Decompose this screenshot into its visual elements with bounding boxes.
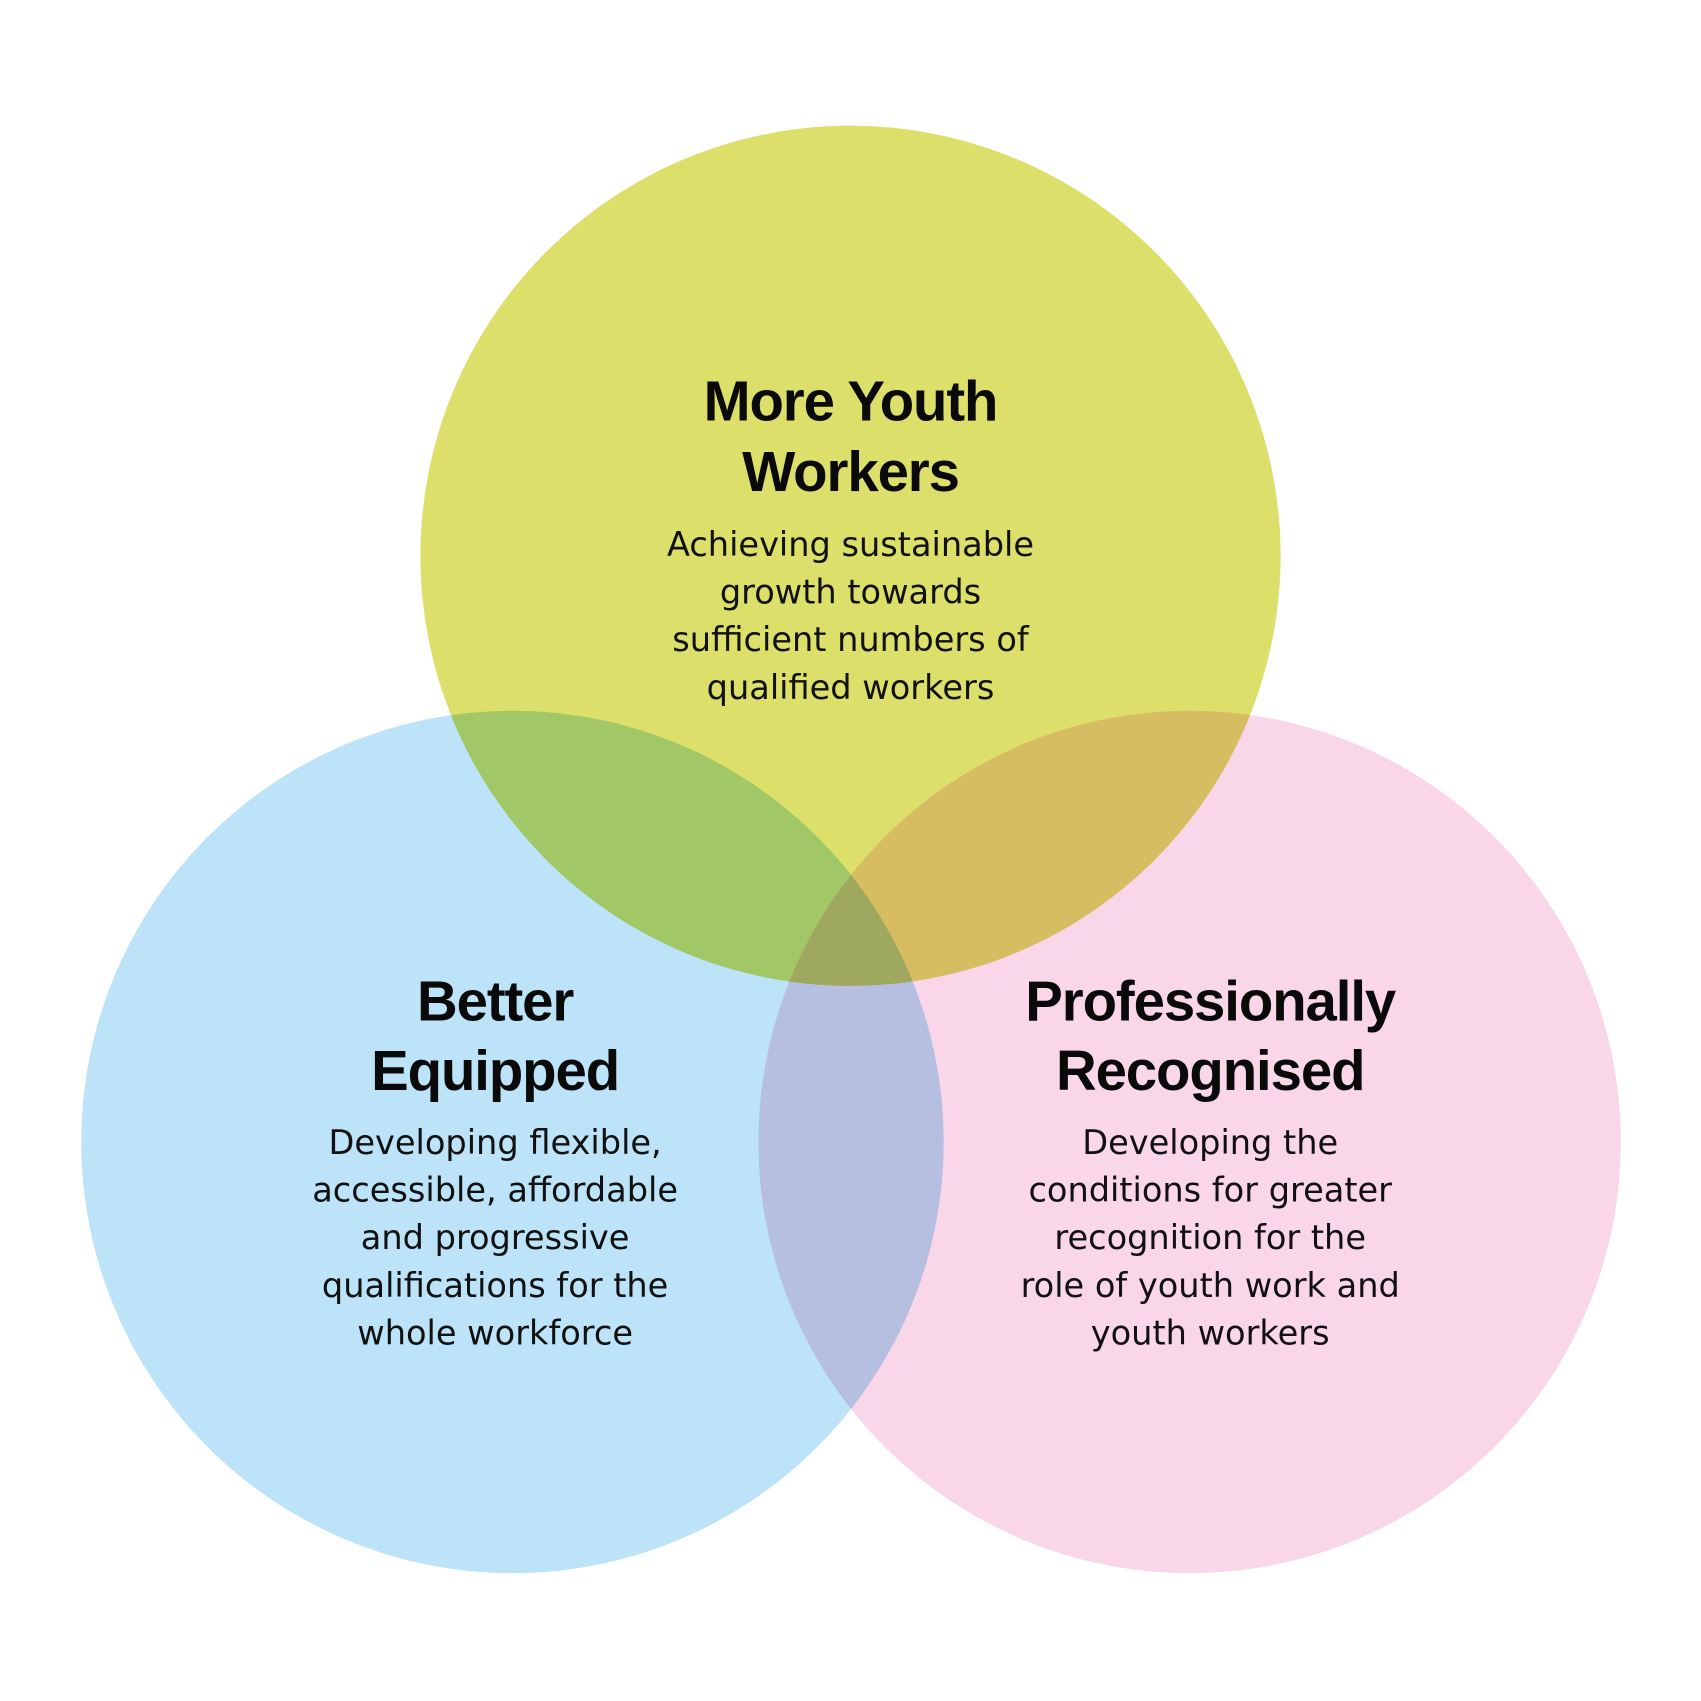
- set-description: conditions for greater: [1028, 1171, 1392, 1210]
- set-title: Equipped: [371, 1039, 619, 1102]
- label-better-equipped: Better Equipped Developing flexible, acc…: [312, 970, 678, 1353]
- set-title: Better: [417, 970, 574, 1033]
- set-title: Professionally: [1025, 970, 1397, 1033]
- set-description: qualified workers: [707, 668, 995, 707]
- set-title: Recognised: [1056, 1039, 1364, 1102]
- set-description: Developing the: [1082, 1123, 1338, 1162]
- circle-professionally-recognised: [758, 710, 1621, 1574]
- set-description: and progressive: [361, 1218, 630, 1257]
- set-title: More Youth: [704, 369, 998, 432]
- label-professionally-recognised: Professionally Recognised Developing the…: [1021, 970, 1400, 1353]
- set-description: role of youth work and: [1021, 1266, 1400, 1305]
- set-description: Achieving sustainable: [667, 525, 1034, 564]
- set-title: Workers: [742, 440, 959, 503]
- set-description: recognition for the: [1054, 1218, 1366, 1257]
- circle-better-equipped: [81, 710, 944, 1574]
- set-description: sufficient numbers of: [672, 620, 1030, 659]
- label-more-youth-workers: More Youth Workers Achieving sustainable…: [667, 369, 1034, 706]
- set-description: accessible, affordable: [312, 1171, 678, 1210]
- set-description: whole workforce: [357, 1314, 633, 1353]
- set-description: youth workers: [1091, 1314, 1330, 1353]
- set-description: qualifications for the: [322, 1266, 668, 1305]
- set-description: growth towards: [720, 572, 981, 611]
- set-description: Developing flexible,: [329, 1123, 662, 1162]
